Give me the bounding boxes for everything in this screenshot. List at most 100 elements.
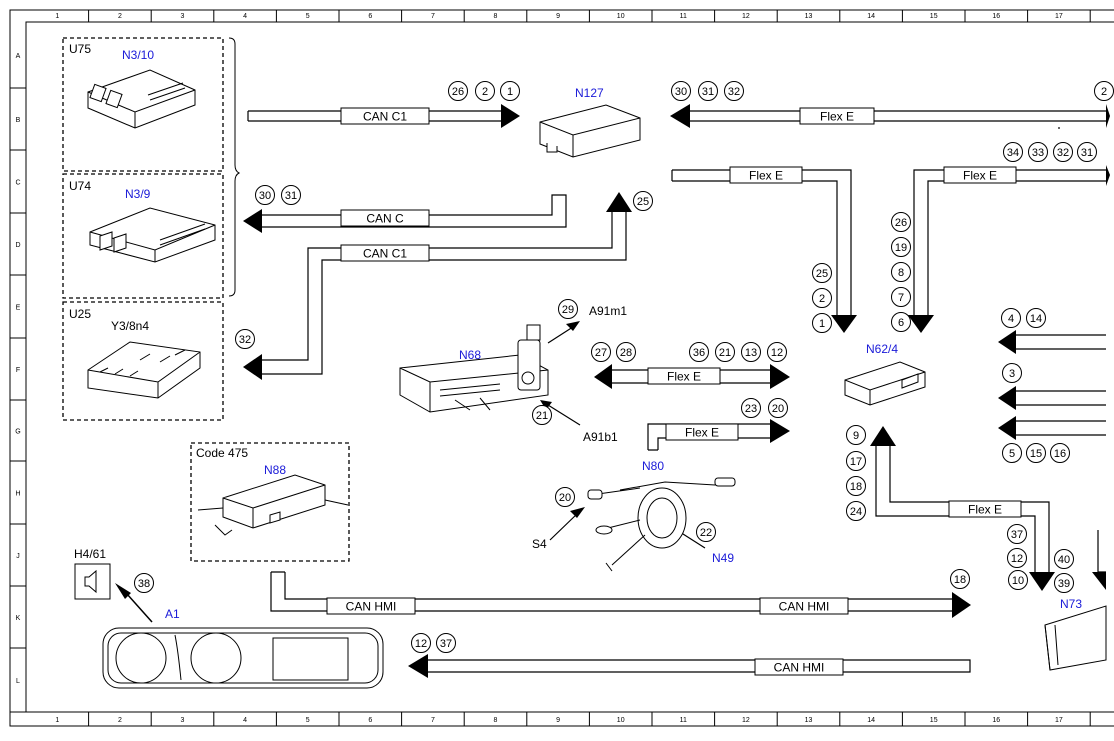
label-n3-10: N3/10 [122,48,154,62]
svg-text:5: 5 [1009,448,1015,460]
grid-row-label: C [15,180,20,187]
svg-text:9: 9 [853,430,859,442]
svg-text:24: 24 [850,506,862,518]
label-n62-4: N62/4 [866,342,898,356]
grid-column-label: 12 [742,717,750,724]
svg-text:37: 37 [440,638,452,650]
grid-column-label: 11 [680,717,687,724]
circled-number-marker: 36 [689,342,709,362]
display-n73-illustration [1044,605,1107,671]
steering-lock-n68-illustration [399,324,549,413]
ecu-n3-10-illustration [87,69,196,129]
svg-text:30: 30 [675,86,687,98]
grid-column-label: 3 [181,717,185,724]
svg-text:26: 26 [895,217,907,229]
svg-text:37: 37 [1011,529,1023,541]
svg-text:2: 2 [482,86,488,98]
svg-text:1: 1 [507,86,513,98]
bus-label-flex-e-n68: Flex E [647,367,721,385]
circled-number-marker: 2 [475,81,495,101]
label-n49: N49 [712,551,734,565]
grid-column-label: 9 [556,717,560,724]
circled-number-marker: 24 [846,501,866,521]
svg-text:32: 32 [1057,147,1069,159]
label-n127: N127 [575,86,604,100]
svg-text:21: 21 [719,347,731,359]
svg-text:Flex E: Flex E [968,503,1002,517]
grid-column-label: 14 [867,717,875,724]
circled-number-marker: 31 [281,185,301,205]
svg-text:21: 21 [536,410,548,422]
grid-column-label: 6 [368,13,372,20]
circled-number-marker: 12 [767,342,787,362]
circled-number-marker: 2 [1094,81,1114,101]
grid-row-label: B [16,117,21,124]
grid-ticks [10,10,1091,726]
svg-text:12: 12 [1011,553,1023,565]
svg-text:27: 27 [595,347,607,359]
svg-text:39: 39 [1058,578,1070,590]
circled-number-marker: 16 [1050,443,1070,463]
circled-number-marker: 28 [616,342,636,362]
svg-text:20: 20 [559,492,571,504]
circled-number-marker: 30 [255,185,275,205]
svg-text:Flex E: Flex E [685,426,719,440]
svg-text:10: 10 [1012,575,1024,587]
circled-number-marker: 18 [846,476,866,496]
label-h4-61: H4/61 [74,547,106,561]
grid-column-label: 8 [494,717,498,724]
label-n80: N80 [642,459,664,473]
circled-number-marker: 27 [591,342,611,362]
grid-column-label: 6 [368,717,372,724]
bus-label-can-c: CAN C [340,209,430,227]
bus-label-can-hmi-bottom: CAN HMI [754,658,844,676]
svg-text:8: 8 [898,267,904,279]
grid-column-label: 16 [992,13,1000,20]
grid-column-label: 9 [556,13,560,20]
grid-column-label: 15 [930,13,938,20]
grid-row-label: K [16,615,21,622]
grid-column-label: 13 [805,13,813,20]
circled-number-marker: 17 [846,451,866,471]
circled-number-marker: 9 [846,425,866,445]
svg-text:31: 31 [702,86,714,98]
grid-column-label: 13 [805,717,813,724]
svg-text:25: 25 [816,268,828,280]
svg-text:CAN C1: CAN C1 [363,110,407,124]
module-boxes [62,37,350,562]
circled-number-marker: 3 [1002,363,1022,383]
circled-number-marker: 8 [891,262,911,282]
circled-number-marker: 4 [1001,308,1021,328]
grid-row-label: G [15,429,20,436]
svg-text:CAN C: CAN C [366,212,404,226]
arrowheads [115,104,1110,678]
svg-text:7: 7 [898,292,904,304]
label-a1: A1 [165,607,180,621]
circled-number-marker: 1 [500,81,520,101]
circled-number-marker: 10 [1008,570,1028,590]
module-n127-illustration [539,104,641,158]
svg-text:40: 40 [1058,554,1070,566]
svg-text:Flex E: Flex E [963,169,997,183]
grid-column-label: 7 [431,13,435,20]
grid-row-label: H [15,491,20,498]
grid-column-label: 5 [306,13,310,20]
svg-text:4: 4 [1008,313,1014,325]
bus-label-can-c1-mid: CAN C1 [340,244,430,262]
grid-column-label: 14 [867,13,875,20]
grid-column-label: 4 [243,13,247,20]
svg-text:CAN C1: CAN C1 [363,247,407,261]
svg-text:6: 6 [898,317,904,329]
bus-label-flex-e-n80: Flex E [665,423,739,441]
label-y3-8n4: Y3/8n4 [111,319,149,333]
grid-column-label: 17 [1055,717,1063,724]
module-bracket [228,37,241,297]
circled-number-marker: 13 [741,342,761,362]
svg-text:14: 14 [1030,313,1042,325]
svg-text:12: 12 [771,347,783,359]
svg-text:18: 18 [954,574,966,586]
svg-text:33: 33 [1032,147,1044,159]
